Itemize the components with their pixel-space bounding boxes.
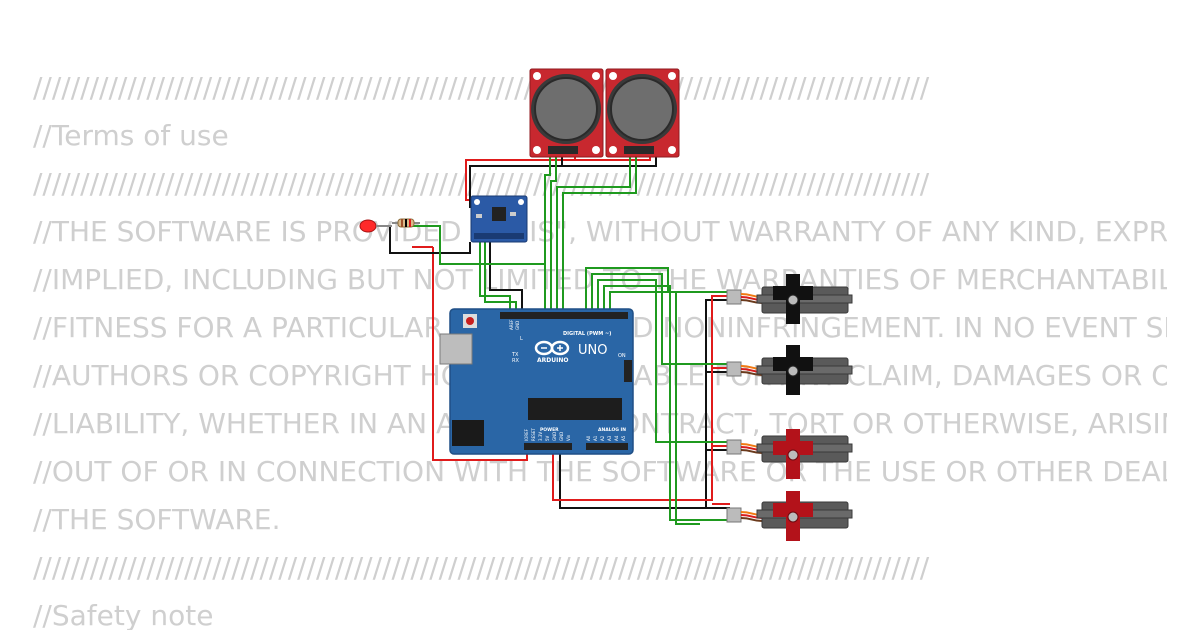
- code-line: ////////////////////////////////////////…: [33, 552, 930, 584]
- pin-label: GND: [559, 432, 564, 441]
- wire-green-servo-1: [585, 267, 730, 313]
- pin-label: A3: [607, 435, 612, 441]
- wire-green-2: [544, 152, 551, 313]
- pin-label: GND: [552, 432, 557, 441]
- wire-green-sensor-a: [479, 242, 511, 313]
- wire-black-servo-gnd: [559, 299, 730, 509]
- joystick-2: [605, 68, 680, 158]
- imu-sensor-module: [470, 195, 528, 243]
- arduino-logo-icon: [534, 340, 570, 356]
- pin-label: 5V: [545, 435, 550, 441]
- resistor: [392, 218, 420, 228]
- digital-header: [500, 312, 628, 319]
- wire-green-4: [556, 152, 631, 313]
- pin-label: A5: [621, 435, 626, 441]
- pin-label: A0: [586, 435, 591, 441]
- wire-red-servo: [552, 295, 730, 505]
- rx-label: RX: [512, 358, 519, 364]
- power-label: POWER: [540, 427, 559, 433]
- code-line: ////////////////////////////////////////…: [33, 72, 930, 104]
- wire-green-servo-3: [597, 279, 730, 443]
- atmega-chip: [528, 398, 622, 420]
- pin-label: A2: [600, 435, 605, 441]
- servo-4: [726, 491, 853, 541]
- pin-label: 3.3V: [538, 432, 543, 441]
- wire-black-gnd: [489, 242, 523, 313]
- led: [359, 219, 392, 233]
- servo-2: [726, 345, 853, 395]
- pin-label: IOREF: [524, 428, 529, 441]
- pin-label: RESET: [531, 428, 536, 441]
- wire-green-servo-2: [591, 273, 730, 365]
- code-line: ////////////////////////////////////////…: [33, 168, 930, 200]
- code-line: //Terms of use: [33, 120, 229, 152]
- power-jack: [452, 420, 484, 446]
- wires: [380, 152, 730, 525]
- code-line: //THE SOFTWARE IS PROVIDED "AS IS", WITH…: [33, 216, 1167, 248]
- analog-pin-labels: A0 A1 A2 A3 A4 A5: [586, 435, 626, 441]
- digital-label: DIGITAL (PWM ~): [563, 331, 611, 337]
- code-line: //OUT OF OR IN CONNECTION WITH THE SOFTW…: [33, 456, 1167, 488]
- power-pin-labels: IOREF RESET 3.3V 5V GND GND Vin: [524, 428, 571, 441]
- analog-header: [586, 443, 628, 450]
- arduino-uno-board: DIGITAL (PWM ~) AREF GND L TX RX ON UNO …: [439, 308, 634, 455]
- pin-label: Vin: [566, 434, 571, 441]
- tx-label: TX: [511, 352, 519, 358]
- joystick-1: [529, 68, 604, 158]
- servo-3: [726, 429, 853, 479]
- l-led-label: L: [520, 336, 523, 342]
- servo-1: [726, 274, 853, 324]
- on-label: ON: [618, 353, 626, 359]
- wire-green-servo-4: [603, 285, 730, 521]
- wire-green-3: [550, 152, 557, 313]
- code-line: //THE SOFTWARE.: [33, 504, 281, 536]
- arduino-label: ARDUINO: [537, 357, 568, 364]
- gnd-label: GND: [515, 321, 520, 330]
- aref-label: AREF: [509, 319, 514, 330]
- usb-port: [439, 333, 473, 365]
- analog-label: ANALOG IN: [598, 427, 626, 433]
- uno-label: UNO: [578, 343, 607, 358]
- wire-green-sensor-b: [484, 242, 517, 313]
- pin-label: A1: [593, 435, 598, 441]
- power-header: [524, 443, 572, 450]
- wire-green-5: [562, 152, 637, 313]
- code-line: //IMPLIED, INCLUDING BUT NOT LIMITED TO …: [33, 264, 1167, 296]
- pin-label: A4: [614, 435, 619, 441]
- wire-green-servo-4b: [609, 291, 700, 525]
- code-line: //Safety note: [33, 600, 214, 630]
- wire-black-led: [380, 225, 471, 254]
